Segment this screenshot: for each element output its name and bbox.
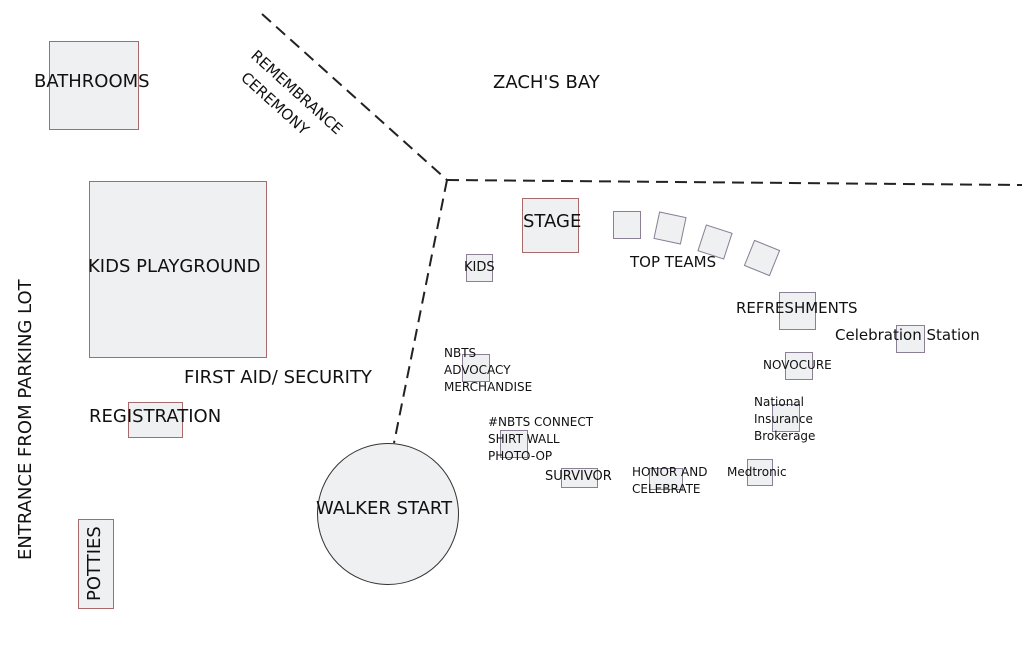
connect-booth xyxy=(500,430,528,458)
ceremony-boundary-line xyxy=(261,13,448,181)
refreshments-booth xyxy=(779,292,816,330)
potties-area xyxy=(78,519,114,609)
honor-booth xyxy=(649,468,683,490)
top-team-booth-1 xyxy=(613,211,641,239)
kids-label: KIDS xyxy=(464,260,495,275)
honor-label: HONOR AND CELEBRATE xyxy=(632,464,707,498)
kids-playground-label: KIDS PLAYGROUND xyxy=(88,256,261,277)
first-aid-label: FIRST AID/ SECURITY xyxy=(184,367,372,388)
medtronic-label: Medtronic xyxy=(727,465,787,479)
advocacy-booth xyxy=(462,354,490,382)
insurance-line-1: National xyxy=(754,395,805,409)
bathrooms-label: BATHROOMS xyxy=(34,71,150,92)
refreshments-label: REFRESHMENTS xyxy=(736,299,858,317)
celebration-station-label: Celebration Station xyxy=(835,326,980,344)
stage-label: STAGE xyxy=(523,211,582,232)
honor-line-2: CELEBRATE xyxy=(632,481,701,496)
top-team-booth-2 xyxy=(653,211,687,245)
zachs-bay-label: ZACH'S BAY xyxy=(493,72,600,93)
advocacy-label: NBTS ADVOCACY MERCHANDISE xyxy=(444,345,532,395)
walker-start-label: WALKER START xyxy=(316,498,453,519)
advocacy-line-3: MERCHANDISE xyxy=(444,379,533,394)
entrance-label: ENTRANCE FROM PARKING LOT xyxy=(15,279,36,560)
potties-label: POTTIES xyxy=(84,526,105,601)
insurance-line-2: Insurance xyxy=(754,411,813,426)
top-teams-label: TOP TEAMS xyxy=(630,253,717,271)
insurance-booth xyxy=(772,404,800,432)
novocure-booth xyxy=(785,352,813,380)
insurance-line-3: Brokerage xyxy=(754,428,816,443)
connect-line-1: #NBTS CONNECT xyxy=(488,415,594,429)
honor-line-1: HONOR AND xyxy=(632,465,708,479)
survivor-booth xyxy=(561,468,598,488)
walk-path-line xyxy=(393,179,448,444)
advocacy-line-1: NBTS xyxy=(444,346,477,360)
connect-label: #NBTS CONNECT SHIRT WALL PHOTO-OP xyxy=(488,414,593,464)
kids-booth xyxy=(466,254,493,282)
celebration-station-booth xyxy=(896,325,925,353)
stage-area xyxy=(522,198,579,253)
registration-booth xyxy=(128,402,183,438)
insurance-label: National Insurance Brokerage xyxy=(754,394,815,444)
novocure-label: NOVOCURE xyxy=(763,358,832,372)
walker-start-circle xyxy=(317,443,459,585)
kids-playground-area xyxy=(89,181,267,358)
bay-boundary-line xyxy=(446,179,1023,186)
medtronic-booth xyxy=(747,459,773,486)
bathrooms-area xyxy=(49,41,139,130)
registration-label: REGISTRATION xyxy=(89,406,222,427)
connect-line-2: SHIRT WALL xyxy=(488,431,560,446)
connect-line-3: PHOTO-OP xyxy=(488,448,553,463)
survivor-label: SURVIVOR xyxy=(545,469,612,484)
advocacy-line-2: ADVOCACY xyxy=(444,362,511,377)
